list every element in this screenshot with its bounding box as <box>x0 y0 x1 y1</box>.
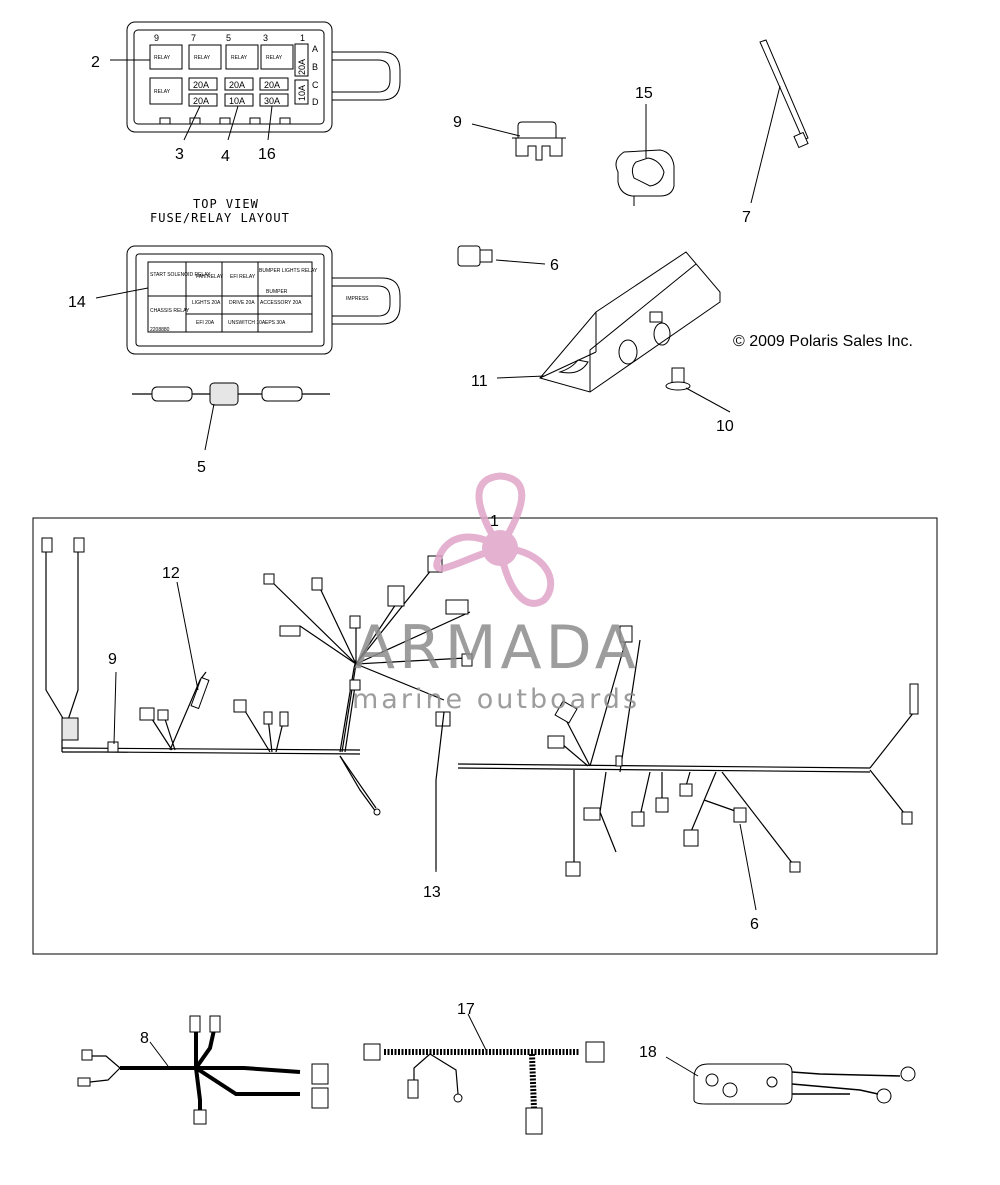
callout-1: 1 <box>490 513 499 530</box>
relay-label: RELAY <box>154 55 171 61</box>
connector-6 <box>457 245 493 267</box>
layout-cell: LIGHTS 20A <box>192 300 221 306</box>
cable-tie <box>759 39 809 149</box>
layout-cell: DRIVE 20A <box>229 300 255 306</box>
callout-4: 4 <box>221 148 230 165</box>
fuse-box-number: 7 <box>191 33 196 43</box>
callout-11: 11 <box>471 373 488 390</box>
fuse-box-number: 5 <box>226 33 231 43</box>
layout-cell: EFI 20A <box>196 320 215 326</box>
layout-cell: ACCESSORY 20A <box>260 300 302 306</box>
layout-cell: UNSWITCH 10A <box>228 320 266 326</box>
layout-cell: BUMPER LIGHTS RELAY <box>259 268 318 274</box>
callout-12: 12 <box>162 565 180 582</box>
copyright: © 2009 Polaris Sales Inc. <box>733 333 913 350</box>
watermark-name: ARMADA <box>354 613 640 683</box>
caption-top-view: TOP VIEW <box>193 197 259 211</box>
callout-8: 8 <box>140 1030 149 1047</box>
fuse-box-number: 1 <box>300 33 305 43</box>
relay-label: RELAY <box>231 55 248 61</box>
layout-cell: CHASSIS RELAY <box>150 308 190 314</box>
callout-5: 5 <box>197 459 206 476</box>
relay-label: RELAY <box>266 55 283 61</box>
callout-9-harness: 9 <box>108 651 117 668</box>
fuse-rating: 20A <box>193 96 209 106</box>
fuse-rating: 20A <box>264 80 280 90</box>
callout-6-top: 6 <box>550 257 559 274</box>
fuse-rating: 10A <box>297 85 307 101</box>
fuse-rating: 20A <box>229 80 245 90</box>
fuse-box-letter: C <box>312 80 319 90</box>
fuse-rating: 20A <box>193 80 209 90</box>
fuse-box-letter: D <box>312 97 319 107</box>
relay-label: RELAY <box>194 55 211 61</box>
fuse-box-letter: B <box>312 62 318 72</box>
connector-15 <box>615 149 675 206</box>
callout-13: 13 <box>423 884 441 901</box>
fuse-relay-box: 9 7 5 3 1 RELAY RELAY RELAY RELAY RELAY … <box>126 21 401 133</box>
fuse-box-letter: A <box>312 44 318 54</box>
callout-6-harness: 6 <box>750 916 759 933</box>
relay-label: RELAY <box>154 89 171 95</box>
callout-3: 3 <box>175 146 184 163</box>
fuse-box-cover: IMPRESS START SOLENOID RELAY FAN RELAY E… <box>126 245 401 355</box>
callout-14: 14 <box>68 294 86 311</box>
circuit-breaker <box>512 121 566 161</box>
callout-17: 17 <box>457 1001 475 1018</box>
fuse-rating: 30A <box>264 96 280 106</box>
propeller-logo <box>433 472 555 607</box>
fuse-box-number: 3 <box>263 33 268 43</box>
ground-strap-18 <box>693 1063 916 1105</box>
main-harness-frame <box>32 517 938 955</box>
layout-code: 2208880 <box>150 327 170 333</box>
fuse-rating: 20A <box>297 59 307 75</box>
cover-tab-label: IMPRESS <box>346 296 369 302</box>
callout-7: 7 <box>742 209 751 226</box>
callout-10: 10 <box>716 418 734 435</box>
callout-15: 15 <box>635 85 653 102</box>
push-rivet <box>665 367 691 391</box>
layout-cell: START SOLENOID RELAY <box>150 272 211 278</box>
watermark-tagline: marine outboards <box>352 684 640 715</box>
armada-watermark: ARMADA marine outboards <box>352 472 640 715</box>
callout-16: 16 <box>258 146 276 163</box>
inline-fuse-holder <box>132 382 330 406</box>
wire-harness-17 <box>363 1041 605 1135</box>
layout-cell: EPS 30A <box>265 320 286 326</box>
layout-cell: EFI RELAY <box>230 274 256 280</box>
layout-cell: BUMPER <box>266 289 288 295</box>
fuse-box-number: 9 <box>154 33 159 43</box>
wire-harness-8 <box>77 1015 329 1125</box>
mounting-bracket <box>539 251 721 393</box>
callout-2: 2 <box>91 54 100 71</box>
caption-fuse-relay-layout: FUSE/RELAY LAYOUT <box>150 211 290 225</box>
layout-cell: FAN RELAY <box>196 274 224 280</box>
callout-18: 18 <box>639 1044 657 1061</box>
fuse-rating: 10A <box>229 96 245 106</box>
callout-9-top: 9 <box>453 114 462 131</box>
